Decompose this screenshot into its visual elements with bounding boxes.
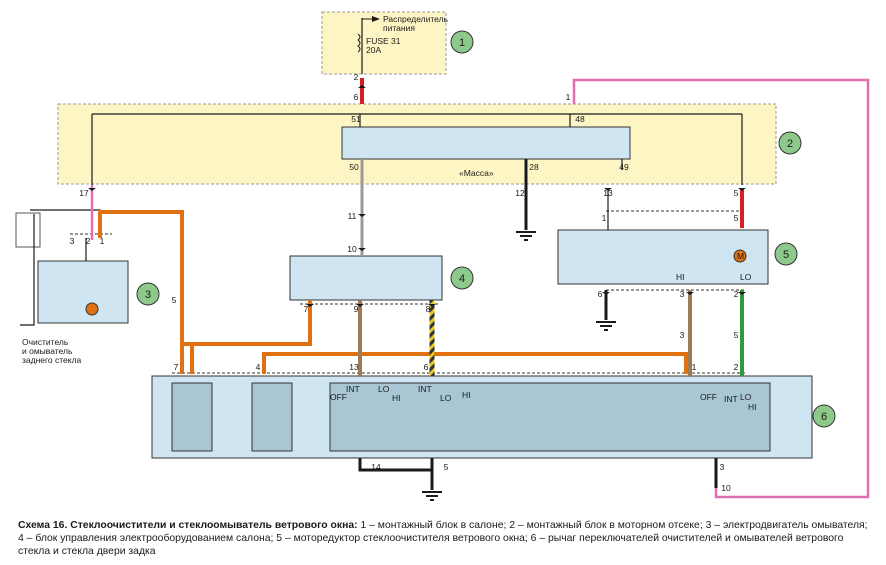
- pin: 5: [734, 213, 739, 223]
- pin: 6: [598, 289, 603, 299]
- label-ground: «Масса»: [459, 168, 494, 178]
- badge-3: 3: [145, 289, 151, 301]
- pin: 51: [351, 114, 361, 124]
- label-sw-lo-1: LO: [378, 384, 390, 394]
- pin: 5: [444, 462, 449, 472]
- label-sw-int-1: INT: [346, 384, 360, 394]
- washer-motor-block: [37, 260, 129, 324]
- label-sw-off-3: OFF: [700, 392, 717, 402]
- label-sw-lo-3: LO: [740, 392, 752, 402]
- pin: 50: [349, 162, 359, 172]
- badges: [136, 30, 836, 428]
- pin: 5: [734, 330, 739, 340]
- label-sw-int-2: INT: [418, 384, 432, 394]
- pin: 10: [347, 244, 357, 254]
- pin: 2: [354, 72, 359, 82]
- pin: 17: [79, 188, 89, 198]
- label-sw-int-3: INT: [724, 394, 738, 404]
- pin: 7: [304, 304, 309, 314]
- control-unit-block: [289, 255, 443, 301]
- pin: 7: [174, 362, 179, 372]
- pin: 3: [720, 462, 725, 472]
- washer-motor-inner: [15, 212, 41, 248]
- pin: 1: [692, 362, 697, 372]
- pin: 1: [566, 92, 571, 102]
- pin: 9: [354, 304, 359, 314]
- badge-6: 6: [821, 411, 827, 423]
- pin: 28: [529, 162, 539, 172]
- badge-5: 5: [783, 249, 789, 261]
- figure-caption: Схема 16. Стеклоочистители и стеклоомыва…: [18, 519, 876, 559]
- pin: 3: [680, 330, 685, 340]
- pin: 5: [734, 188, 739, 198]
- pin: 2: [734, 362, 739, 372]
- label-sw-lo-2: LO: [440, 393, 452, 403]
- pin: 13: [603, 188, 613, 198]
- pin: 5: [172, 295, 177, 305]
- label-motor-5-lo: LO: [740, 272, 752, 282]
- label-sw-hi-2: HI: [462, 390, 471, 400]
- pin: 10: [721, 483, 731, 493]
- badge-2: 2: [787, 138, 793, 150]
- zone-1-cabin-block: [321, 11, 447, 75]
- pin: 2: [734, 289, 739, 299]
- badge-1: 1: [459, 37, 465, 49]
- pin: 6: [354, 92, 359, 102]
- wiper-motor-icon: [733, 249, 747, 263]
- switch-sub-2: [251, 382, 293, 452]
- pin: 49: [619, 162, 629, 172]
- pin: 2: [86, 236, 91, 246]
- pin: 48: [575, 114, 585, 124]
- pin: 12: [515, 188, 525, 198]
- pin: 1: [602, 213, 607, 223]
- pin: 14: [371, 462, 381, 472]
- caption-title: Схема 16. Стеклоочистители и стеклоомыва…: [18, 520, 358, 531]
- label-sw-off-1: OFF: [330, 392, 347, 402]
- washer-motor-icon: [85, 302, 99, 316]
- pin: 1: [100, 236, 105, 246]
- label-motor-m: M: [737, 251, 744, 261]
- pin: 6: [424, 362, 429, 372]
- pink-wire: [572, 78, 870, 499]
- label-sw-hi-1: HI: [392, 393, 401, 403]
- switch-sub-3: [329, 382, 771, 452]
- badge-4: 4: [459, 273, 465, 285]
- label-motor-5-hi: HI: [676, 272, 685, 282]
- label-sw-hi-3: HI: [748, 402, 757, 412]
- pin: 13: [349, 362, 359, 372]
- pin: 3: [70, 236, 75, 246]
- pin: 11: [348, 211, 357, 221]
- switch-sub-1: [171, 382, 213, 452]
- pin: 8: [426, 304, 431, 314]
- pin: 3: [680, 289, 685, 299]
- wiper-motor-block: [557, 229, 769, 285]
- pin: 4: [256, 362, 261, 372]
- relay-block: [341, 126, 631, 160]
- caption-text: 1 – монтажный блок в салоне; 2 – монтажн…: [18, 520, 868, 558]
